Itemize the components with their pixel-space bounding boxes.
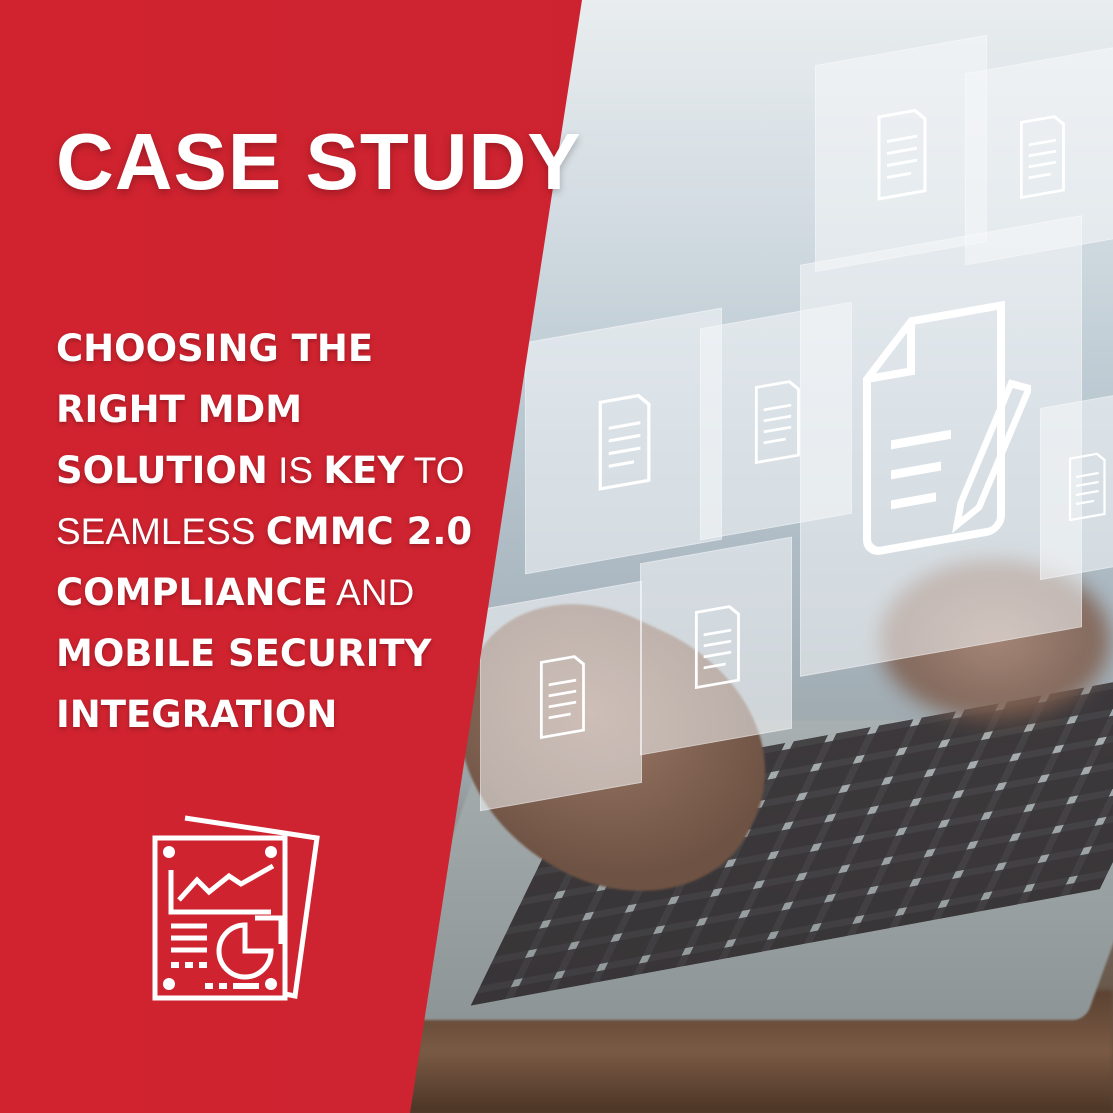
headline-line: SEAMLESS CMMC 2.0	[56, 501, 472, 562]
floating-document-tile	[1040, 391, 1113, 581]
headline-line: RIGHT MDM	[56, 379, 472, 440]
headline-segment: MOBILE SECURITY	[56, 632, 432, 675]
document-edit-icon	[863, 300, 1031, 555]
document-icon	[539, 654, 585, 739]
document-icon	[754, 379, 800, 464]
headline-segment: INTEGRATION	[56, 693, 338, 736]
floating-document-tile	[700, 301, 852, 541]
headline-segment: RIGHT MDM	[56, 388, 303, 431]
document-icon	[1019, 114, 1065, 199]
page-title: CASE STUDY	[56, 117, 582, 206]
document-icon	[877, 108, 927, 201]
headline-segment: CHOOSING THE	[56, 327, 374, 370]
document-icon	[694, 604, 740, 689]
headline-segment: COMPLIANCE	[56, 571, 328, 614]
headline-segment: SEAMLESS	[56, 511, 266, 552]
floating-document-tile	[480, 580, 642, 812]
headline-line: CHOOSING THE	[56, 318, 472, 379]
headline-line: MOBILE SECURITY	[56, 623, 472, 684]
floating-document-tile	[640, 536, 792, 756]
floating-document-large-tile	[800, 215, 1082, 677]
floating-document-tile	[815, 34, 987, 273]
floating-document-tile	[525, 307, 722, 575]
headline-line: COMPLIANCE AND	[56, 562, 472, 623]
document-icon	[598, 393, 651, 491]
floating-document-tile	[965, 46, 1113, 266]
headline-segment: CMMC 2.0	[265, 510, 473, 553]
headline-segment: SOLUTION	[56, 449, 268, 492]
headline-segment: IS	[267, 450, 324, 491]
document-icon	[1068, 452, 1106, 521]
report-document-chart-icon	[145, 810, 325, 1010]
headline-segment: AND	[327, 572, 415, 613]
headline-segment: KEY	[323, 449, 405, 492]
headline-line: SOLUTION IS KEY TO	[56, 440, 472, 501]
headline-segment: TO	[404, 450, 465, 491]
headline-line: INTEGRATION	[56, 684, 472, 745]
